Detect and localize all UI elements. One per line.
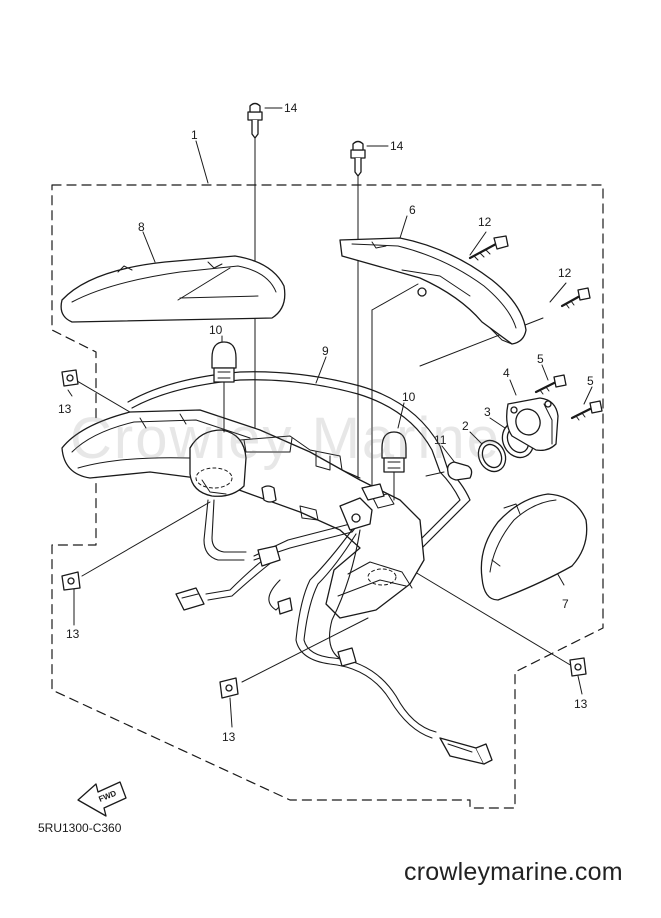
connector-small [175, 587, 205, 611]
screw-5-upper [534, 374, 567, 395]
connector-sleeve [257, 545, 281, 567]
screw-5-lower [570, 400, 603, 421]
nut-clip-13-d [569, 657, 587, 677]
bulb-11 [425, 461, 473, 481]
part-code-label: 5RU1300-C360 [38, 821, 122, 835]
callout-10-left: 10 [209, 323, 223, 337]
callout-4: 4 [503, 366, 510, 380]
gasket-2 [477, 439, 507, 473]
nut-clip-13-c [219, 677, 239, 699]
bulb-socket-left [189, 429, 247, 497]
bulb-10-right [381, 431, 407, 501]
screw-12-lower [560, 287, 591, 309]
bulb-10-left [211, 341, 237, 433]
callout-12-b: 12 [558, 266, 572, 280]
nut-clip-13-b [61, 571, 81, 591]
callout-13-b: 13 [66, 627, 80, 641]
connector-main [439, 737, 493, 765]
callout-1: 1 [191, 128, 198, 142]
callout-8: 8 [138, 220, 145, 234]
callout-13-c: 13 [222, 730, 236, 744]
fwd-arrow-icon [77, 781, 127, 817]
screw-14-right [350, 140, 366, 489]
assembly-boundary [51, 184, 604, 809]
nut-clip-13-a [61, 369, 79, 387]
callout-6: 6 [409, 203, 416, 217]
callout-10-right: 10 [402, 390, 416, 404]
callout-14-a: 14 [284, 101, 298, 115]
callout-11: 11 [434, 433, 447, 447]
lens-8 [60, 255, 286, 323]
callout-13-d: 13 [574, 697, 588, 711]
callout-5-a: 5 [537, 352, 544, 366]
callout-2: 2 [462, 419, 469, 433]
screw-12-upper [468, 235, 509, 261]
watermark-text: Crowley Marine [70, 406, 501, 471]
callout-13-a: 13 [58, 402, 72, 416]
side-lens-7 [480, 493, 588, 601]
site-label: crowleymarine.com [404, 858, 623, 886]
callout-12-a: 12 [478, 215, 492, 229]
callout-5-b: 5 [587, 374, 594, 388]
callout-14-b: 14 [390, 139, 404, 153]
callout-7: 7 [562, 597, 569, 611]
housing-1 [61, 409, 425, 619]
wire-clips [339, 483, 385, 531]
harness-clamps [277, 597, 357, 667]
bracket-4 [506, 397, 559, 452]
lens-6 [339, 237, 527, 345]
callout-9: 9 [322, 344, 329, 358]
callout-3: 3 [484, 405, 491, 419]
